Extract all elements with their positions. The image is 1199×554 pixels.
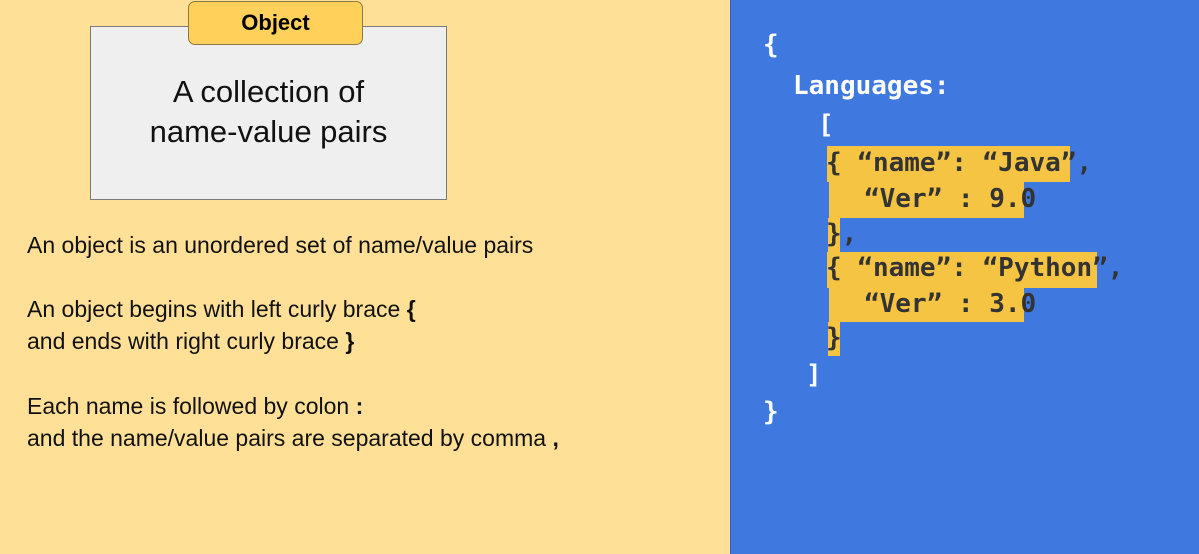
code-item1-ver: “Ver” : 9.0 (864, 184, 1037, 214)
highlight-item2-close (828, 322, 840, 356)
definition-line-1: A collection of (172, 74, 365, 109)
highlight-item1-line1 (827, 146, 1070, 182)
code-item2-close: } (826, 323, 842, 353)
bullet-unordered: An object is an unordered set of name/va… (27, 232, 533, 259)
definition-line-2: name-value pairs (149, 114, 388, 149)
bullet-text: Each name is followed by colon (27, 393, 356, 419)
bullet-symbol: { (406, 296, 416, 322)
code-close-bracket: ] (806, 360, 822, 390)
bullet-text: An object begins with left curly brace (27, 296, 407, 322)
bullet-begins: An object begins with left curly brace { (27, 296, 416, 323)
highlight-item2-line1 (827, 252, 1097, 288)
code-item1-name: { “name”: “Java”, (826, 148, 1093, 178)
bullet-symbol: , (552, 425, 559, 451)
code-item1-close: }, (826, 219, 858, 249)
code-close-brace: } (763, 397, 779, 427)
code-open-bracket: [ (818, 110, 834, 140)
bullet-text: An object is an unordered set of name/va… (27, 232, 534, 258)
bullet-colon: Each name is followed by colon : (27, 393, 363, 420)
code-key-languages: Languages: (793, 71, 950, 101)
definition-box (90, 26, 447, 200)
object-tag: Object (188, 1, 363, 45)
bullet-symbol: } (345, 328, 355, 354)
highlight-item1-close (828, 218, 840, 252)
bullet-ends: and ends with right curly brace } (27, 328, 354, 355)
definition-text: A collection of name-value pairs (90, 72, 447, 152)
highlight-item2-line2 (829, 288, 1024, 322)
bullet-text: and the name/value pairs are separated b… (27, 425, 553, 451)
code-item2-ver: “Ver” : 3.0 (864, 289, 1037, 319)
bullet-text: and ends with right curly brace (27, 328, 346, 354)
highlight-item1-line2 (829, 182, 1024, 218)
code-open-brace: { (763, 30, 779, 60)
code-item2-name: { “name”: “Python”, (826, 253, 1124, 283)
bullet-comma: and the name/value pairs are separated b… (27, 425, 559, 452)
bullet-symbol: : (355, 393, 364, 419)
